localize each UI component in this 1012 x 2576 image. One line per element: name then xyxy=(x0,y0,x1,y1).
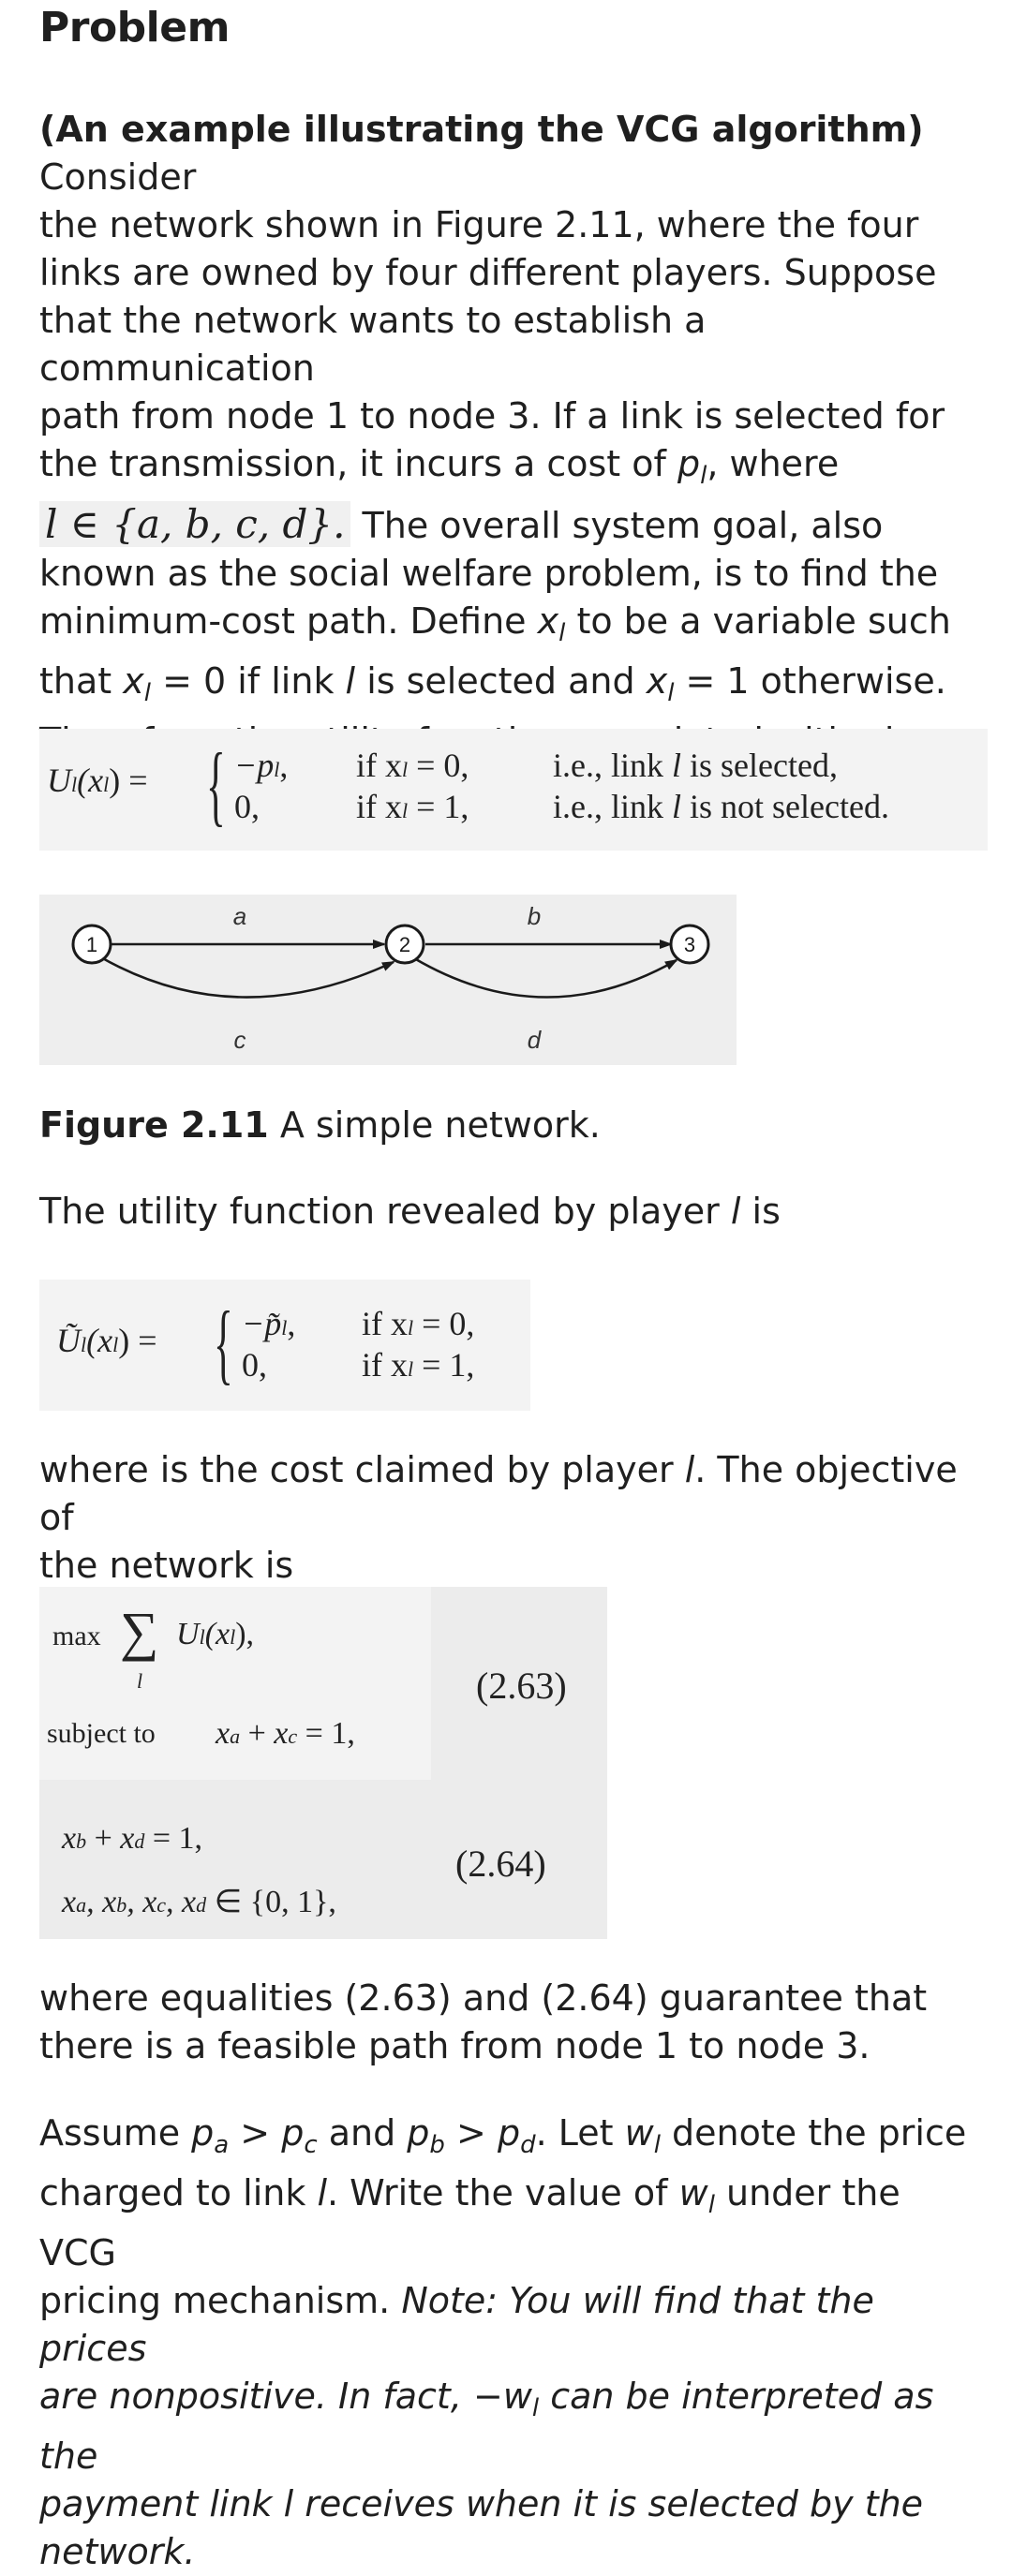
objective-equation: max ∑ l Ul(xl), (2.63) subject to xa + x… xyxy=(39,1587,607,1939)
equation-number-2-63: (2.63) xyxy=(476,1665,567,1707)
revealed-brace: { xyxy=(214,1293,233,1393)
guarantee-text: where equalities (2.63) and (2.64) guara… xyxy=(39,1977,928,2019)
intro-text: the transmission, it incurs a cost of pl… xyxy=(39,443,840,490)
node-2 xyxy=(384,924,425,965)
utility-case1-condition: if xl = 0, xyxy=(356,747,469,784)
revealed-lhs: Ũl(xl) = xyxy=(56,1322,157,1359)
revealed-case1-condition: if xl = 0, xyxy=(362,1305,475,1342)
node-2-label: 2 xyxy=(399,933,410,956)
intro-text: minimum-cost path. Define xl to be a var… xyxy=(39,600,951,647)
link-label-d: d xyxy=(528,1026,543,1054)
constraint-ac: xa + xc = 1, xyxy=(216,1716,355,1751)
utility-brace: { xyxy=(206,734,226,835)
node-1 xyxy=(71,924,112,965)
sum-index: l xyxy=(137,1669,143,1693)
network-figure: 1 2 3 a b c d xyxy=(39,895,737,1065)
page-title: Problem xyxy=(39,4,230,52)
utility-case2-note: i.e., link l is not selected. xyxy=(553,788,889,825)
utility-lhs: Ul(xl) = xyxy=(47,762,148,799)
intro-text: that the network wants to establish a co… xyxy=(39,300,707,389)
assume-text: pricing mechanism. Note: You will find t… xyxy=(39,2280,874,2369)
link-set-math: l ∈ {a, b, c, d}. xyxy=(39,501,351,547)
revealed-case2-value: 0, xyxy=(242,1346,267,1384)
node-3-label: 3 xyxy=(684,933,695,956)
intro-paragraph: (An example illustrating the VCG algorit… xyxy=(39,106,976,861)
objective-bg-bottom xyxy=(39,1780,607,1939)
constraint-bd: xb + xd = 1, xyxy=(62,1821,203,1856)
link-label-a: a xyxy=(233,902,246,930)
utility-case2-value: 0, xyxy=(234,788,260,825)
assume-paragraph: Assume pa > pc and pb > pd. Let wl denot… xyxy=(39,2110,976,2576)
note-text: Note: You will find that the prices xyxy=(39,2280,874,2369)
figure-caption: Figure 2.11 A simple network. xyxy=(39,1104,601,1146)
intro-text: path from node 1 to node 3. If a link is… xyxy=(39,395,945,437)
where-text: the network is xyxy=(39,1545,294,1586)
note-text: are nonpositive. In fact, −wl can be int… xyxy=(39,2376,934,2477)
note-text: network. xyxy=(39,2531,196,2572)
guarantee-text: there is a feasible path from node 1 to … xyxy=(39,2025,871,2066)
revealed-utility-equation: Ũl(xl) = { −p̃l, 0, if xl = 0, if xl = 1… xyxy=(39,1280,530,1411)
utility-equation: Ul(xl) = { −pl, 0, if xl = 0, if xl = 1,… xyxy=(39,729,988,851)
intro-text: Consider xyxy=(39,156,197,198)
note-text: payment link l receives when it is selec… xyxy=(39,2483,924,2524)
subject-to-label: subject to xyxy=(47,1718,156,1749)
revealed-case1-value: −p̃l, xyxy=(242,1305,296,1342)
problem-page: Problem (An example illustrating the VCG… xyxy=(39,4,988,2572)
intro-text: l ∈ {a, b, c, d}. The overall system goa… xyxy=(39,500,976,550)
revealed-case2-condition: if xl = 1, xyxy=(362,1346,475,1384)
where-paragraph: where is the cost claimed by player l. T… xyxy=(39,1446,976,1590)
intro-bold-lead: (An example illustrating the VCG algorit… xyxy=(39,109,924,150)
where-text: where is the cost claimed by player l. T… xyxy=(39,1449,958,1538)
constraint-binary: xa, xb, xc, xd ∈ {0, 1}, xyxy=(62,1885,336,1919)
utility-case1-note: i.e., link l is selected, xyxy=(553,747,838,784)
edge-d xyxy=(413,956,678,999)
assume-text: charged to link l. Write the value of wl… xyxy=(39,2172,900,2273)
link-label-b: b xyxy=(528,902,541,930)
objective-bg-left xyxy=(39,1587,431,1780)
network-diagram: 1 2 3 a b c d xyxy=(71,902,710,1054)
objective-bg-right xyxy=(431,1587,607,1780)
equation-number-2-64: (2.64) xyxy=(455,1843,546,1885)
sum-symbol: ∑ xyxy=(120,1601,159,1662)
intro-text: links are owned by four different player… xyxy=(39,252,937,293)
utility-case1-value: −pl, xyxy=(234,747,289,784)
guarantee-paragraph: where equalities (2.63) and (2.64) guara… xyxy=(39,1975,976,2070)
sum-body: Ul(xl), xyxy=(176,1617,255,1651)
assume-text: Assume pa > pc and pb > pd. Let wl denot… xyxy=(39,2112,967,2159)
node-3 xyxy=(669,924,710,965)
max-operator: max xyxy=(52,1621,101,1651)
intro-text: the network shown in Figure 2.11, where … xyxy=(39,204,919,245)
edge-c xyxy=(98,955,395,999)
node-1-label: 1 xyxy=(86,933,97,956)
intro-text: that xl = 0 if link l is selected and xl… xyxy=(39,660,946,707)
revealed-utility-text: The utility function revealed by player … xyxy=(39,1191,781,1232)
utility-case2-condition: if xl = 1, xyxy=(356,788,469,825)
intro-text: known as the social welfare problem, is … xyxy=(39,553,939,594)
link-label-c: c xyxy=(234,1026,246,1054)
